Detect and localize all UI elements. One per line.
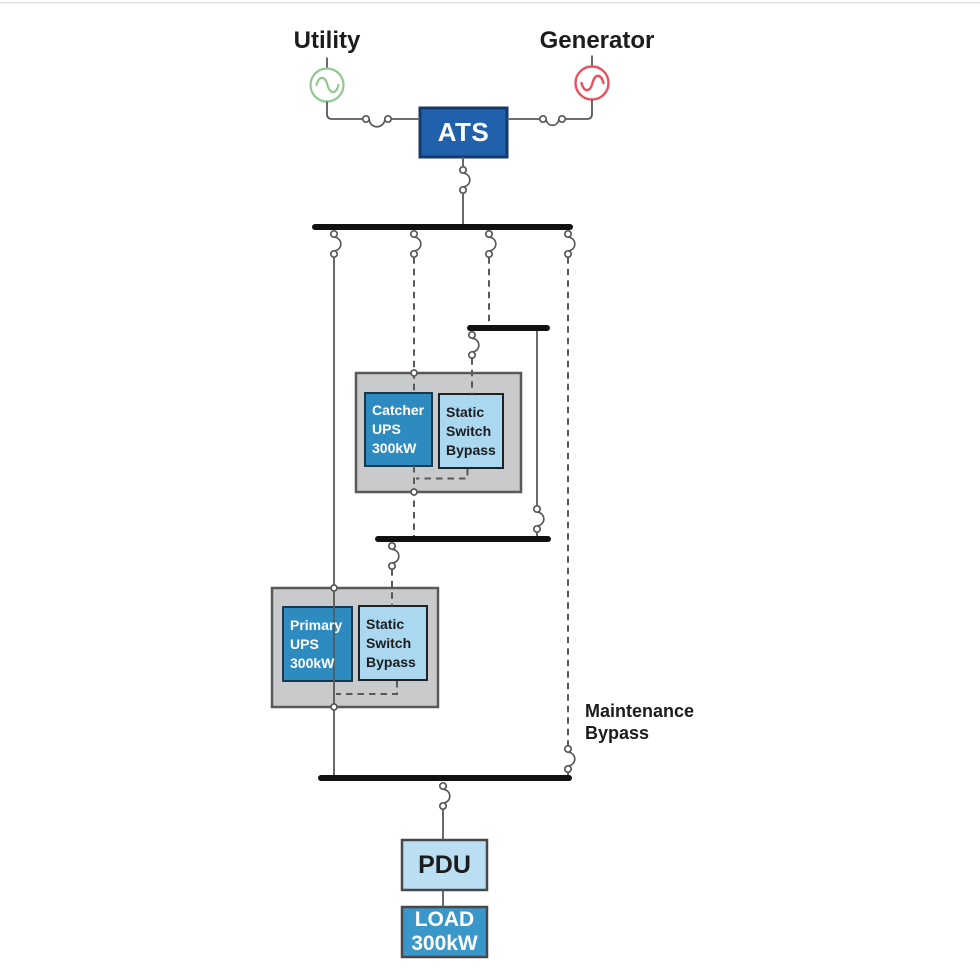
generator-breaker-icon bbox=[538, 114, 567, 127]
primary-ups-box bbox=[282, 606, 353, 682]
generator-wire bbox=[565, 99, 593, 120]
ats-output-breaker-icon bbox=[458, 165, 471, 195]
primary-ups-label: Primary UPS 300kW bbox=[290, 616, 343, 671]
primary-static-switch-label: Static Switch Bypass bbox=[366, 615, 416, 670]
load-label: LOAD 300kW bbox=[411, 908, 478, 955]
primary-cabinet-output-node bbox=[330, 703, 338, 711]
maintenance-bypass-label: Maintenance Bypass bbox=[585, 701, 695, 743]
load-box bbox=[400, 905, 489, 959]
ats-label: ATS bbox=[437, 117, 490, 147]
maintenance-bypass-breaker-icon bbox=[563, 229, 576, 259]
primary-feed-breaker-icon bbox=[329, 229, 342, 259]
primary-bypass-wrap-wire bbox=[336, 681, 398, 695]
pdu-box bbox=[400, 838, 489, 892]
maintenance-output-breaker-icon bbox=[563, 744, 576, 774]
catcher-ups-box bbox=[364, 392, 433, 467]
catcher-static-switch-label: Static Switch Bypass bbox=[446, 403, 496, 458]
catcher-feed-breaker-icon bbox=[409, 229, 422, 259]
catcher-static-input-breaker-icon bbox=[467, 330, 480, 360]
top-border-line bbox=[0, 2, 980, 4]
catcher-cabinet-input-node bbox=[410, 369, 418, 377]
utility-label: Utility bbox=[293, 27, 361, 54]
catcher-cabinet-output-node bbox=[410, 488, 418, 496]
pdu-label: PDU bbox=[418, 850, 471, 879]
utility-breaker-icon bbox=[361, 114, 393, 128]
generator-source-icon bbox=[574, 55, 610, 101]
catcher-bypass-feed-breaker-icon bbox=[484, 229, 497, 259]
generator-label: Generator bbox=[539, 27, 655, 54]
utility-source-icon bbox=[309, 57, 345, 103]
primary-cabinet-input-node bbox=[330, 584, 338, 592]
catcher-bypass-wrap-wire bbox=[416, 469, 469, 480]
utility-wire bbox=[326, 101, 363, 120]
catcher-ups-label: Catcher UPS 300kW bbox=[372, 402, 425, 456]
ats-box bbox=[418, 106, 509, 159]
primary-static-input-breaker-icon bbox=[387, 541, 400, 571]
pdu-feed-breaker-icon bbox=[438, 781, 451, 811]
intermediate-bus-input-breaker-icon bbox=[532, 504, 545, 534]
